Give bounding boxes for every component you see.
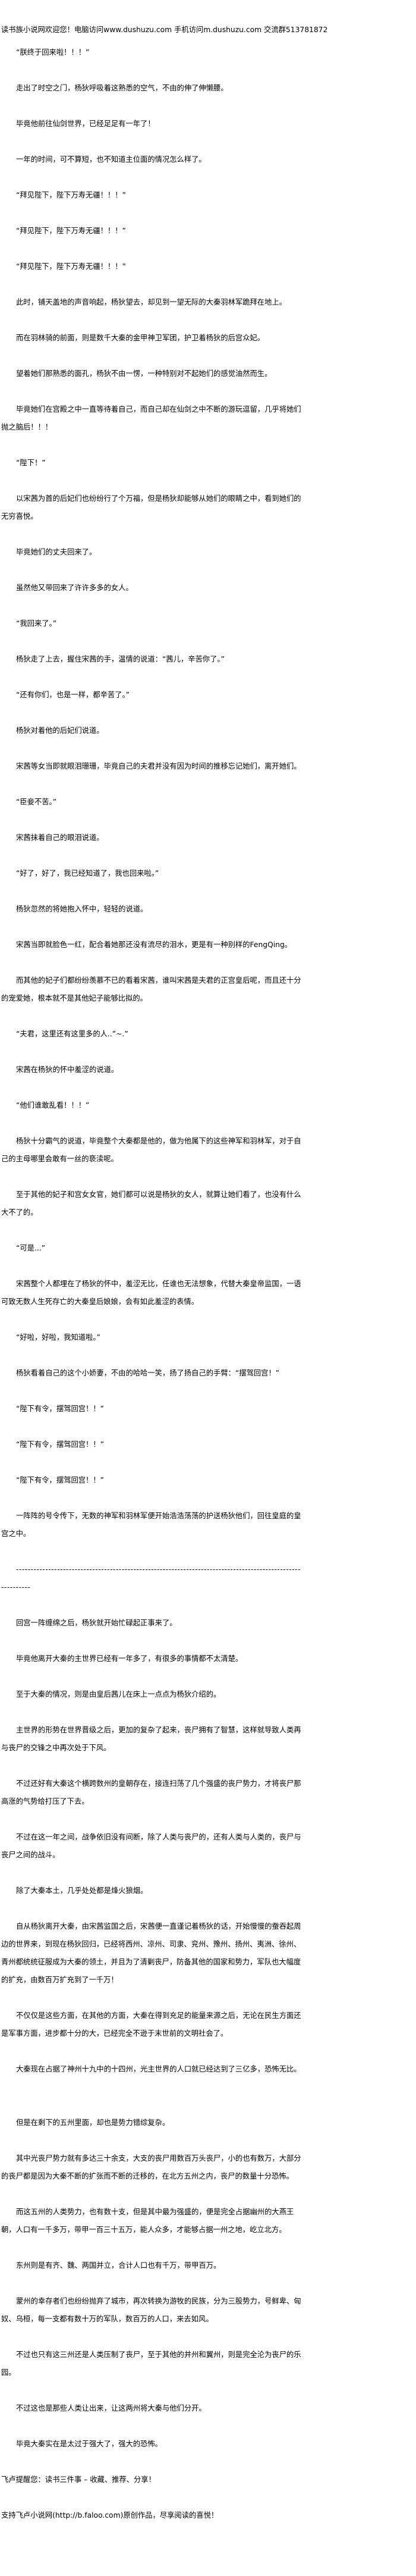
chapter-paragraph: 而其他的妃子们都纷纷羡慕不已的看着宋茜，谁叫宋茜是夫君的正宫皇后呢，而且还十分的… [1,976,301,1002]
chapter-paragraph: 宋茜等女当即就眼泪珊珊，毕竟自己的夫君并没有因为时间的推移忘记她们，离开她们。 [16,762,301,770]
chapter-paragraph: “拜见陛下，陛下万寿无疆！！！” [16,191,126,199]
chapter-paragraph: 不过还好有大秦这个横跨数州的皇朝存在，接连扫荡了几个强盛的丧尸势力，才将丧尸那高… [1,1779,301,1806]
chapter-paragraph: 回宫一阵缠绵之后，杨狄就开始忙碌起正事来了。 [16,1619,177,1627]
chapter-paragraph: 宋茜当即就脸色一红，配合着她那还没有流尽的泪水，更是有一种别样的FengQing… [16,941,292,949]
chapter-paragraph: “陛下！” [16,459,46,467]
footer-support-link[interactable]: 支持飞卢小说网(http://b.faloo.com)原创作品，尽享阅读的喜悦！ [1,2511,219,2519]
chapter-paragraph: 而在羽林骑的前面，则是数千大秦的金甲神卫军团，护卫着杨狄的后宫众妃。 [16,334,265,342]
chapter-paragraph: “朕终于回来啦！！！” [16,48,90,57]
chapter-paragraph: 不过也只有这三州还是人类压制了丧尸，至于其他的并州和翼州，则是完全沦为丧尸的乐园… [1,2351,301,2377]
chapter-paragraph: 至于其他的妃子和宫女女官，她们都可以说是杨狄的女人，就算让她们看了，也没有什么大… [1,1190,301,1217]
chapter-paragraph: 虽然他又带回来了许许多多的女人。 [16,584,133,592]
chapter-paragraph: 一年的时间，可不算短，也不知道主位面的情况怎么样了。 [16,155,206,164]
chapter-body: “朕终于回来啦！！！” 走出了时空之门，杨狄呼吸着这熟悉的空气，不由的伸了伸懒腰。… [1,43,302,2453]
chapter-paragraph: 不仅仅是这些方面，在其他的方面，大秦在得到充足的能量来源之后，无论在民生方面还是… [1,2011,301,2038]
chapter-paragraph: 宋茜抹着自己的眼泪说道。 [16,833,104,842]
chapter-paragraph: 杨狄十分霸气的说道，毕竟整个大秦都是他的，做为他属下的这些神军和羽林军，对于自己… [1,1137,301,1163]
chapter-paragraph: “拜见陛下，陛下万寿无疆！！！” [16,227,126,235]
chapter-paragraph: 毕竟大秦实在是太过于强大了，强大的恐怖。 [16,2440,162,2448]
chapter-paragraph: 而这五州的人类势力，也有数十支，但是其中最为强盛的，便是完全占据幽州的大燕王朝，… [1,2208,294,2234]
chapter-paragraph: 望着她们那熟悉的面孔，杨狄不由一愣，一种特别对不起她们的感觉油然而生。 [16,369,272,378]
chapter-paragraph: 杨狄忽然的将她抱入怀中，轻轻的说道。 [16,905,148,913]
chapter-paragraph: 以宋茜为首的后妃们也纷纷行了个万福，但是杨狄却能够从她们的眼睛之中，看到她们的无… [1,494,301,521]
chapter-paragraph: “陛下有令，摆驾回宫！！” [16,1405,105,1413]
chapter-paragraph: 不过在这一年之间，战争依旧没有间断，除了人类与丧尸的，还有人类与人类的，丧尸与丧… [1,1833,301,1859]
chapter-paragraph: 其中光丧尸势力就有多达三十余支，大支的丧尸用数百万头丧尸，小的也有数万，大部分的… [1,2154,301,2180]
chapter-paragraph: 至于大秦的情况，则是由皇后茜儿在床上一点点为杨狄介绍的。 [16,1690,221,1698]
chapter-paragraph: “他们谁敢乱看！！！” [16,1101,90,1110]
chapter-paragraph: 但是在剩下的五州里面，却也是势力错综复杂。 [16,2119,170,2127]
chapter-paragraph: 此时，铺天盖地的声音响起，杨狄望去，却见到一望无际的大秦羽林军跪拜在地上。 [16,298,286,306]
site-welcome-banner: 读书族小说网欢迎您！电脑访问www.dushuzu.com 手机访问m.dush… [1,26,328,34]
chapter-paragraph: “陛下有令，摆驾回宫！！” [16,1476,105,1484]
chapter-paragraph: 不过这也是那些人类让出来，让这两州将大秦与他们分开。 [16,2404,206,2412]
chapter-paragraph: 毕竟她们的丈夫回来了。 [16,548,97,556]
chapter-paragraph: 自从杨狄离开大秦，由宋茜监国之后，宋茜便一直谨记着杨狄的话，开始慢慢的蚕吞起周边… [1,1922,301,1984]
chapter-page: 读书族小说网欢迎您！电脑访问www.dushuzu.com 手机访问m.dush… [1,21,328,2542]
section-separator: ----------------------------------------… [1,1565,301,1591]
chapter-paragraph: “可是...” [16,1244,46,1252]
chapter-paragraph: “好了，好了，我已经知道了，我也回来啦。” [16,869,159,878]
chapter-paragraph: 蒙州的幸存者们也纷纷抛弃了城市，再次转换为游牧的民族，分为三股势力，号鲜卑、匈奴… [1,2297,301,2323]
chapter-paragraph: 大秦现在占据了神州十九中的十四州，光主世界的人口就已经达到了三亿多，恐怖无比。 [16,2065,301,2073]
chapter-paragraph: “陛下有令，摆驾回宫！！” [16,1440,105,1449]
chapter-paragraph: “夫君，这里还有这里多的人..”~.” [16,1030,128,1038]
chapter-paragraph: 走出了时空之门，杨狄呼吸着这熟悉的空气，不由的伸了伸懒腰。 [16,84,228,92]
chapter-paragraph: 一阵阵的号令传下，无数的神军和羽林军便开始浩浩荡荡的护送杨狄他们，回往皇庭的皇宫… [1,1512,301,1538]
chapter-paragraph: 除了大秦本土，几乎处处都是烽火狼烟。 [16,1886,148,1895]
chapter-paragraph: 宋茜在杨狄的怀中羞涩的说道。 [16,1066,119,1074]
chapter-paragraph: “还有你们，也是一样，都辛苦了。” [16,691,130,699]
chapter-paragraph: 主世界的形势在世界晋级之后，更加的复杂了起来，丧尸拥有了智慧，这样就导致人类再与… [1,1726,301,1752]
chapter-paragraph: “我回来了。” [16,619,57,628]
chapter-paragraph: 毕竟他前往仙剑世界，已经足足有一年了！ [16,120,155,128]
chapter-paragraph: “拜见陛下，陛下万寿无疆！！！” [16,262,126,271]
chapter-paragraph: 杨狄走了上去，握住宋茜的手，温情的说道：“茜儿，辛苦你了。” [16,655,225,663]
chapter-paragraph: 杨狄看着自己的这个小娇妻，不由的哈哈一笑，扬了扬自己的手臂：“摆驾回宫！” [16,1369,280,1377]
chapter-paragraph: 杨狄对着他的后妃们说道。 [16,726,104,735]
chapter-paragraph: 宋茜整个人都埋在了杨狄的怀中，羞涩无比，任谁也无法想象，代替大秦皇帝监国，一语可… [1,1280,301,1306]
footer-reminder: 飞卢提醒您：读书三件事 – 收藏、推荐、分享！ [1,2475,156,2484]
chapter-paragraph: 毕竟他离开大秦的主世界已经有一年多了，有很多的事情都不太清楚。 [16,1654,243,1663]
chapter-paragraph: “好啦，好啦，我知道啦。” [16,1333,100,1342]
chapter-paragraph: “臣妾不苦。” [16,798,57,806]
chapter-paragraph: 毕竟她们在宫殿之中一直等待着自己，而自己却在仙剑之中不断的游玩逗留，几乎将她们抛… [1,405,301,431]
chapter-paragraph: 东州则是有齐、魏、两国并立，合计人口也有千万，带甲百万。 [16,2261,221,2270]
